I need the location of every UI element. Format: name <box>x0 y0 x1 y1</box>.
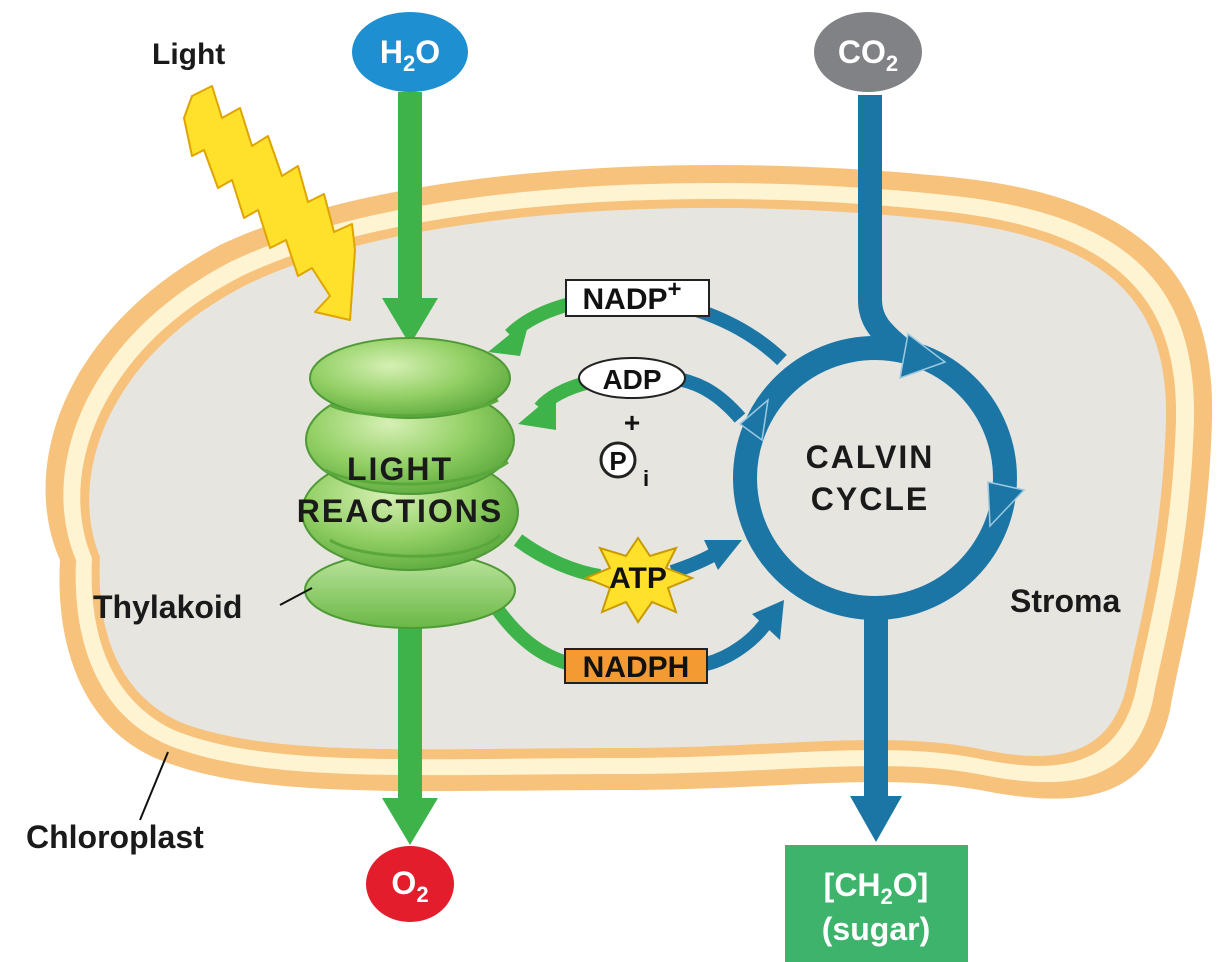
nadp-plus-main: NADP <box>582 283 667 316</box>
co2-label-sub: 2 <box>886 51 898 76</box>
atp-star: ATP <box>583 536 695 624</box>
calvin-cycle-line1: CALVIN <box>806 439 935 475</box>
thylakoid-label: Thylakoid <box>93 589 242 625</box>
adp-oval: ADP <box>578 357 686 399</box>
stroma-label: Stroma <box>1010 583 1120 619</box>
light-reactions-line1: LIGHT <box>347 451 453 487</box>
o2-pill: O2 <box>366 846 454 922</box>
sugar-label-post: O] <box>893 867 929 903</box>
nadp-plus-box: NADP+ <box>565 276 710 317</box>
co2-label-main: CO <box>838 34 886 70</box>
h2o-label-tail: O <box>415 34 440 70</box>
o2-label-main: O <box>391 865 416 901</box>
chloroplast-leader-line <box>139 751 169 821</box>
pi-circle-label: P <box>609 446 626 476</box>
sugar-label-pre: [CH <box>824 867 881 903</box>
nadph-box: NADPH <box>564 648 708 684</box>
adp-label: ADP <box>602 364 661 395</box>
h2o-arrow <box>382 92 438 345</box>
nadp-plus-sup: + <box>668 276 682 303</box>
h2o-label-main: H <box>380 34 403 70</box>
svg-text:[CH2O]: [CH2O] <box>824 867 929 909</box>
nadph-label: NADPH <box>583 651 690 684</box>
svg-text:H2O: H2O <box>380 34 440 76</box>
light-label: Light <box>152 38 225 71</box>
phosphate-pi: P i <box>599 441 649 491</box>
chloroplast-label: Chloroplast <box>26 819 204 855</box>
light-reactions-line2: REACTIONS <box>297 493 503 529</box>
o2-arrow <box>382 612 438 845</box>
svg-text:CO2: CO2 <box>838 34 898 76</box>
atp-label: ATP <box>609 562 667 595</box>
sugar-box: [CH2O] (sugar) <box>785 845 968 962</box>
calvin-cycle-line2: CYCLE <box>811 481 929 517</box>
sugar-arrow <box>850 608 902 842</box>
h2o-pill: H2O <box>352 12 468 92</box>
o2-label-sub: 2 <box>416 882 428 907</box>
adp-plus-sign: + <box>624 407 640 438</box>
h2o-label-sub: 2 <box>403 51 415 76</box>
thylakoid-leader-line <box>279 587 313 606</box>
svg-text:O2: O2 <box>391 865 428 907</box>
light-lightning-icon <box>183 85 356 321</box>
sugar-label-sub: 2 <box>881 884 893 909</box>
thylakoid-stack <box>301 337 519 629</box>
svg-text:NADP+: NADP+ <box>582 276 681 316</box>
pi-sub-label: i <box>643 466 649 491</box>
sugar-label-line2: (sugar) <box>822 911 930 947</box>
co2-pill: CO2 <box>814 12 922 92</box>
chloroplast-membrane <box>45 165 1213 799</box>
